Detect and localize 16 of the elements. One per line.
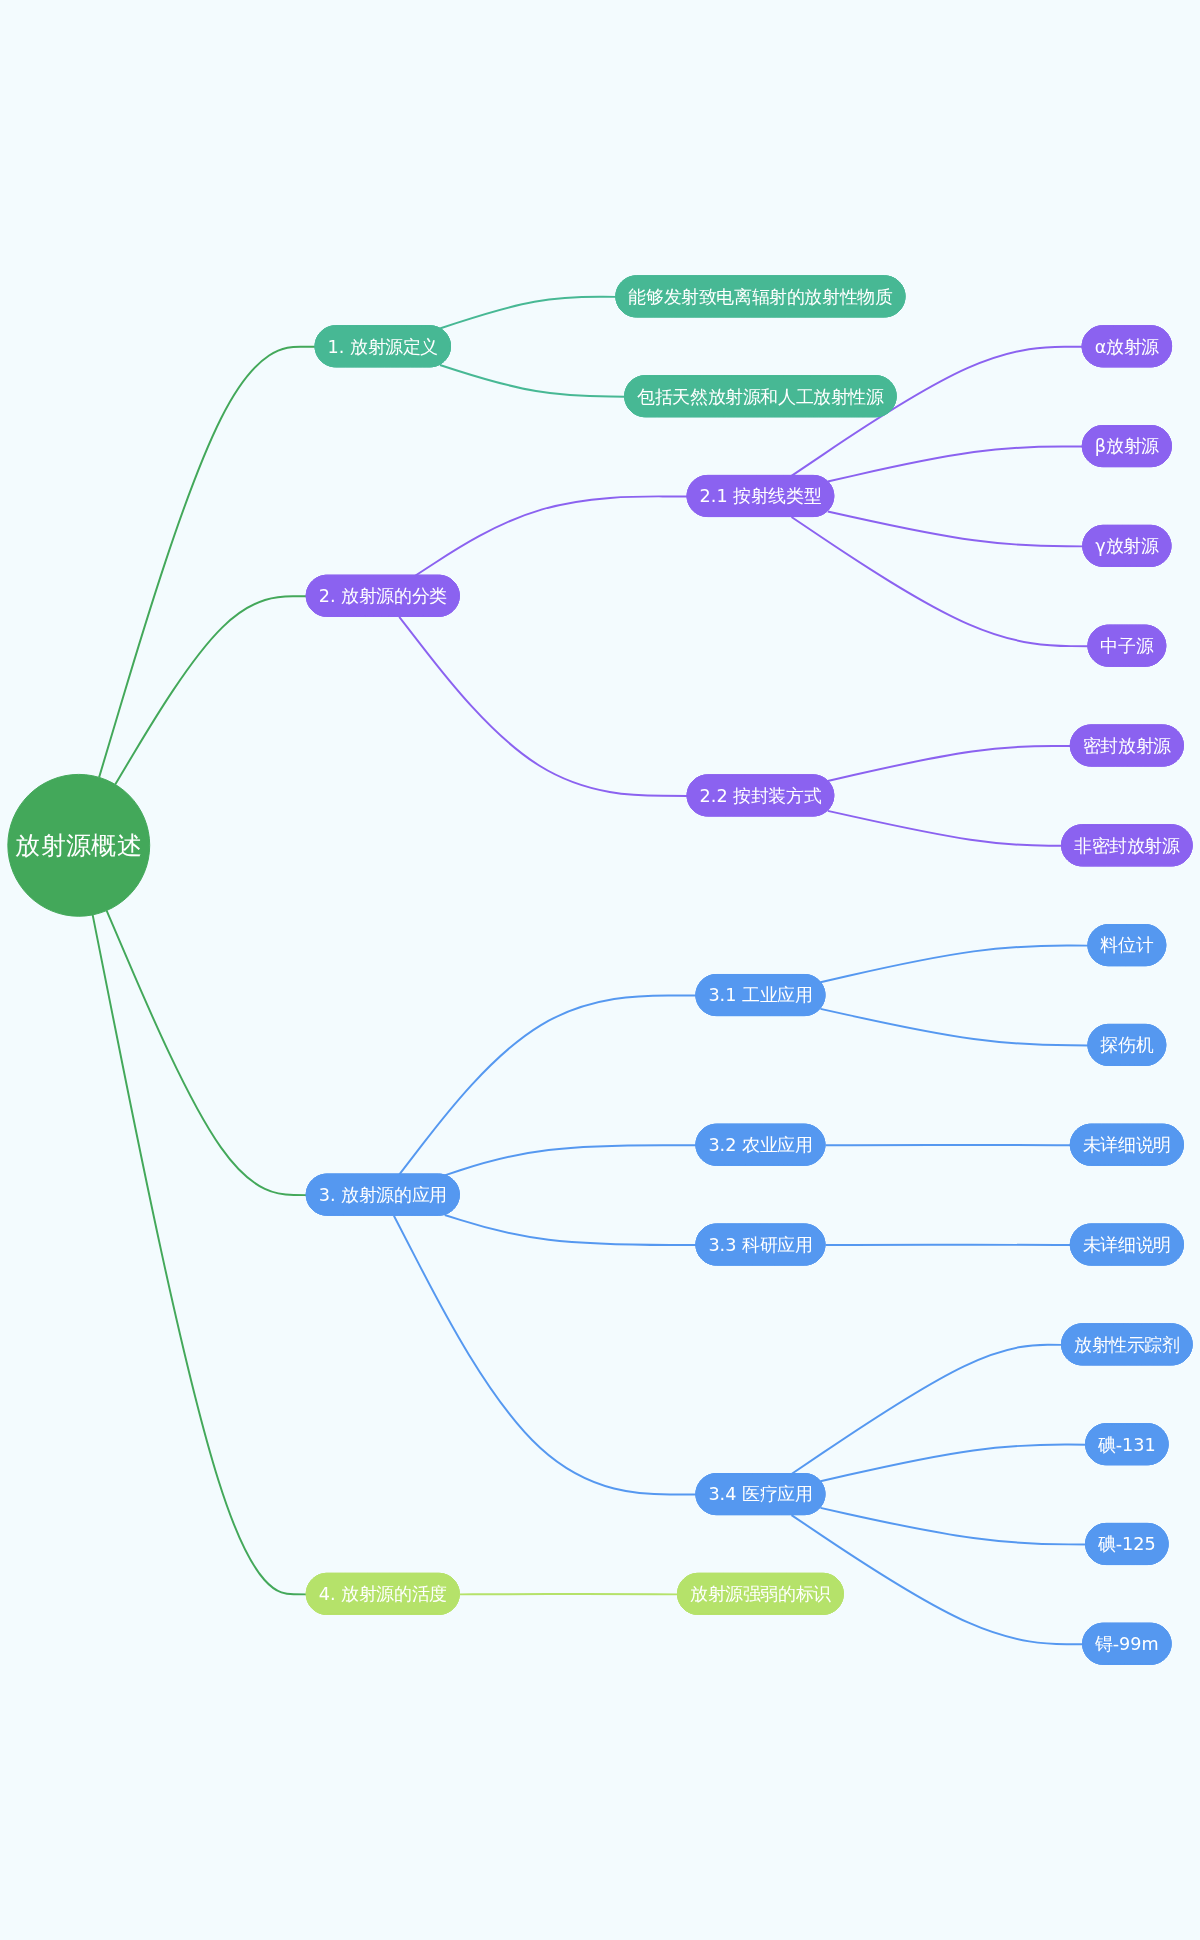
connector — [443, 1144, 698, 1177]
connector — [826, 445, 1084, 483]
connector — [414, 495, 689, 577]
connector — [824, 1143, 1072, 1147]
connector — [392, 1214, 698, 1496]
connector — [398, 615, 689, 797]
connector — [458, 1593, 679, 1596]
connector — [114, 595, 308, 786]
connector — [790, 345, 1084, 477]
connector — [398, 994, 698, 1176]
connector — [824, 1243, 1072, 1246]
connector — [98, 345, 317, 779]
connector — [826, 744, 1072, 782]
node-circle: 放射源概述 — [7, 773, 151, 917]
connector — [91, 913, 308, 1596]
connector — [105, 909, 308, 1197]
